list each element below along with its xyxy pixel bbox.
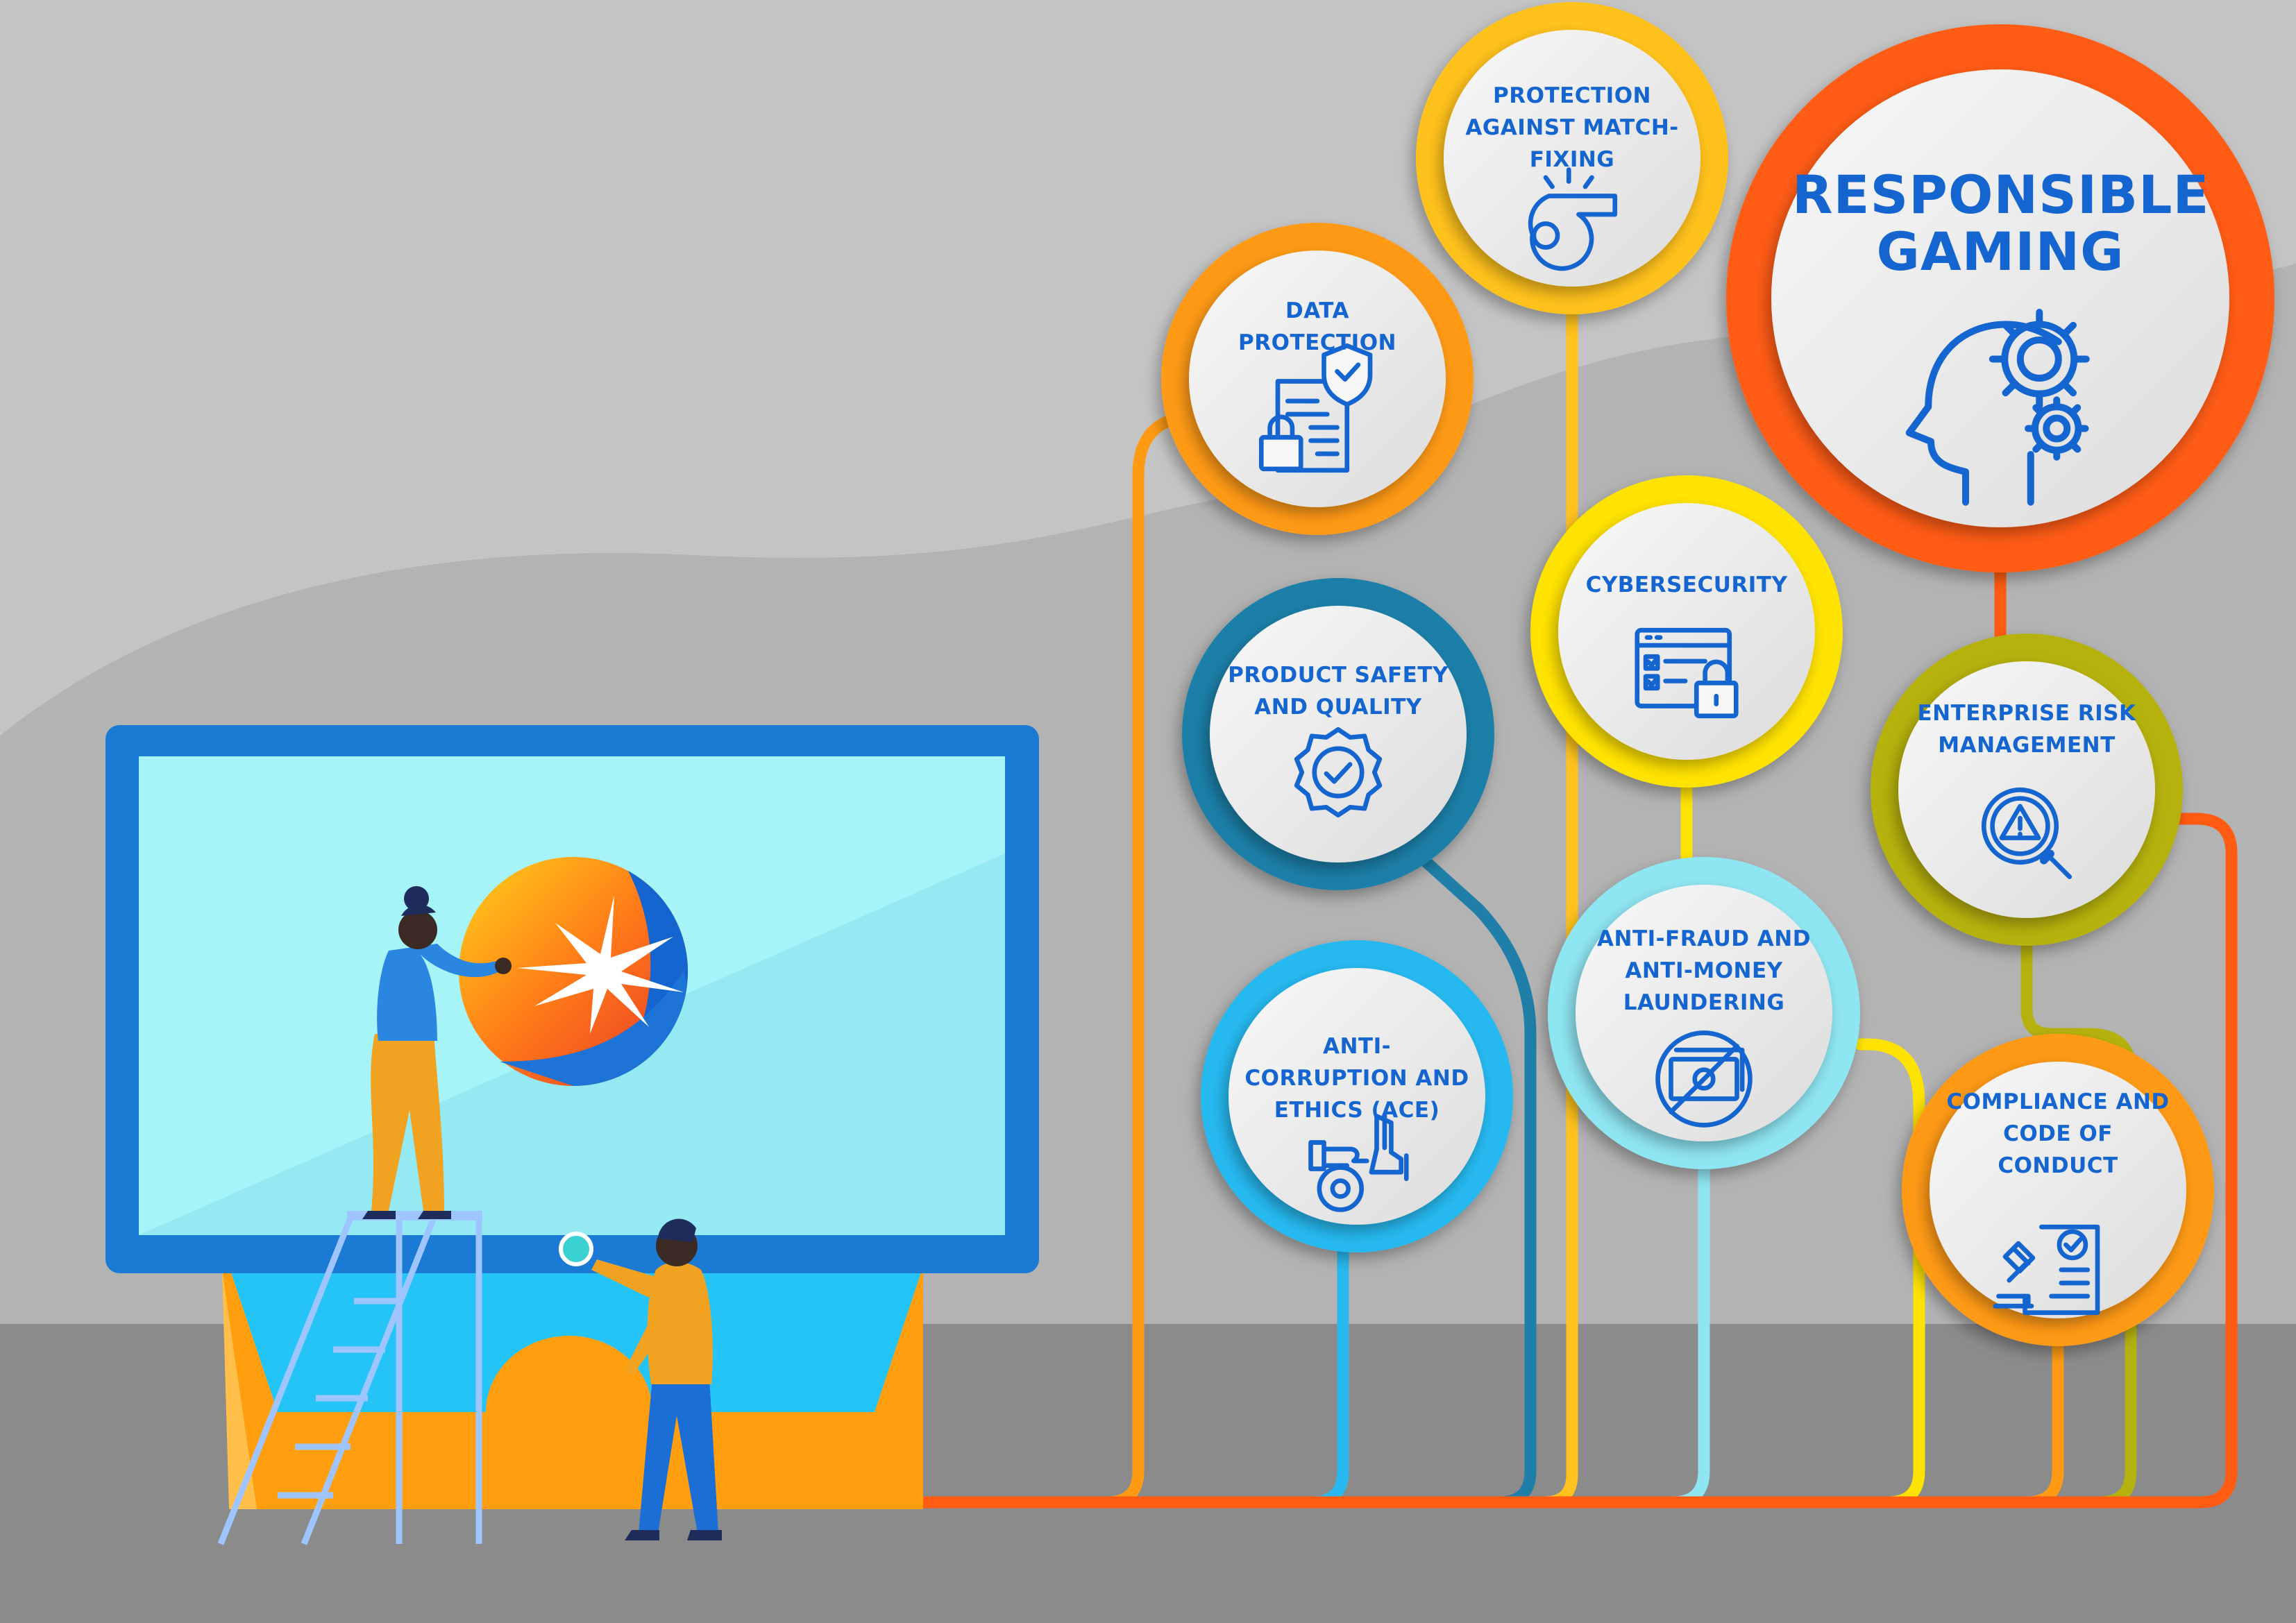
topic-label-cybersecurity: CYBERSECURITY (1585, 572, 1788, 597)
disc-match-fixing (1444, 30, 1700, 287)
topic-label-match-fixing: PROTECTION AGAINST MATCH-FIXING (1465, 83, 1679, 172)
connector-erm (896, 937, 2137, 1509)
circle-cybersecurity (1530, 475, 1843, 788)
disc-data-protection (1189, 250, 1446, 507)
circle-match-fixing (1416, 2, 1728, 314)
disc-product-safety (1210, 606, 1467, 863)
circle-hub (1726, 24, 2274, 572)
circle-erm (1871, 634, 2183, 946)
topic-label-erm: ENTERPRISE RISK MANAGEMENT (1917, 701, 2136, 758)
topic-label-product-safety: PRODUCT SAFETY AND QUALITY (1228, 663, 1449, 720)
circle-aml (1548, 857, 1860, 1169)
disc-ace (1229, 968, 1485, 1225)
disc-aml (1576, 885, 1832, 1141)
hub-title: RESPONSIBLE GAMING (1792, 164, 2210, 282)
circle-ace (1201, 940, 1513, 1252)
connector-erm-side (896, 813, 2238, 1509)
disc-compliance (1930, 1062, 2186, 1318)
topic-label-data-protection: DATA PROTECTION (1238, 298, 1396, 355)
topic-label-aml: ANTI-FRAUD AND ANTI-MONEY LAUNDERING (1597, 926, 1811, 1015)
starburst-globe-logo (459, 857, 689, 1087)
topic-circles (1161, 2, 2274, 1346)
circle-data-protection (1161, 223, 1474, 535)
woman-on-ladder (217, 886, 512, 1545)
topic-label-ace: ANTI-CORRUPTION AND ETHICS (ACE) (1244, 1034, 1469, 1123)
circle-product-safety (1182, 578, 1494, 890)
circle-compliance (1902, 1034, 2214, 1346)
monitor-illustration (105, 725, 1039, 1545)
man-holding-orb (559, 1218, 722, 1540)
topic-label-compliance: COMPLIANCE AND CODE OF CONDUCT (1946, 1089, 2170, 1178)
disc-hub (1771, 69, 2229, 527)
